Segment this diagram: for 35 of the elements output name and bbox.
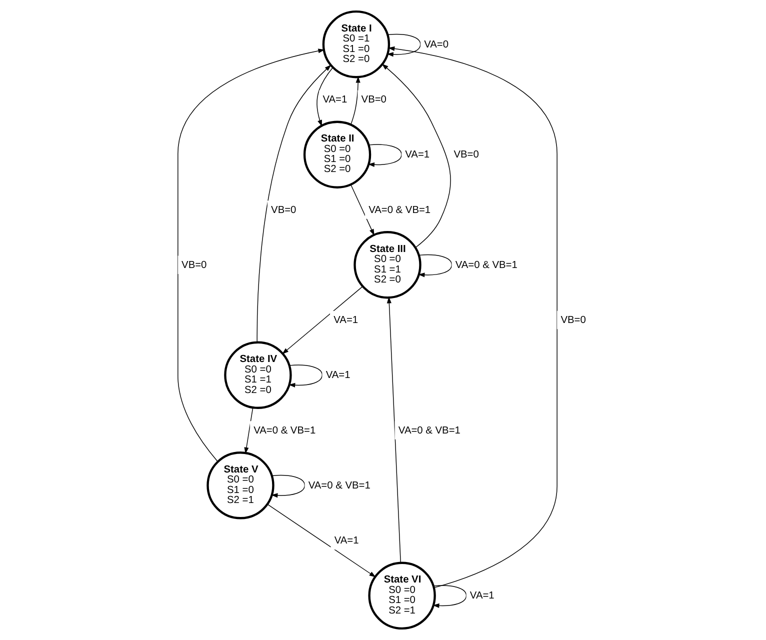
edge-label: VA=1: [322, 94, 347, 106]
edge-label: VA=1: [333, 315, 358, 326]
arrow: [350, 184, 374, 236]
edge-label: VB=0: [560, 315, 586, 326]
edge-label: VA=0 & VB=1: [308, 480, 370, 492]
edge-label: VA=0: [424, 39, 448, 50]
arrow: [367, 144, 402, 167]
arrow: [244, 408, 253, 454]
node-circle: State IV S0 =0 S1 =1 S2 =0: [224, 341, 292, 409]
arrow: [256, 64, 331, 343]
arrow: [386, 296, 400, 563]
edge-label: VB=0: [270, 204, 296, 216]
arrow: [432, 585, 466, 608]
edge-label: VA=0 & VB=1: [398, 425, 460, 436]
edge-label: VB=0: [181, 260, 206, 271]
arrow: [266, 504, 376, 578]
arrow: [270, 474, 305, 498]
node-circle: State III S0 =0 S1 =1 S2 =0: [353, 231, 421, 299]
arrow: [288, 364, 322, 388]
arrow: [316, 67, 333, 127]
edge-label: VA=1: [325, 370, 350, 382]
arrow: [388, 46, 557, 588]
arrow: [386, 34, 420, 57]
arrow: [350, 76, 360, 125]
arrow: [418, 254, 452, 278]
edge-label: VB=0: [360, 94, 386, 106]
edge-label: VB=0: [453, 150, 478, 161]
node-circle: State V S0 =0 S1 =0 S2 =1: [206, 452, 274, 520]
edge-label: VA=0 & VB=1: [368, 204, 430, 216]
edge-label: VA=0 & VB=1: [454, 260, 517, 271]
edge-label: VA=1: [334, 536, 358, 547]
edge-label: VA=0 & VB=1: [253, 425, 316, 436]
edge-label: VA=1: [404, 150, 430, 161]
edge-label: VA=1: [469, 590, 494, 602]
arrow: [381, 64, 450, 248]
